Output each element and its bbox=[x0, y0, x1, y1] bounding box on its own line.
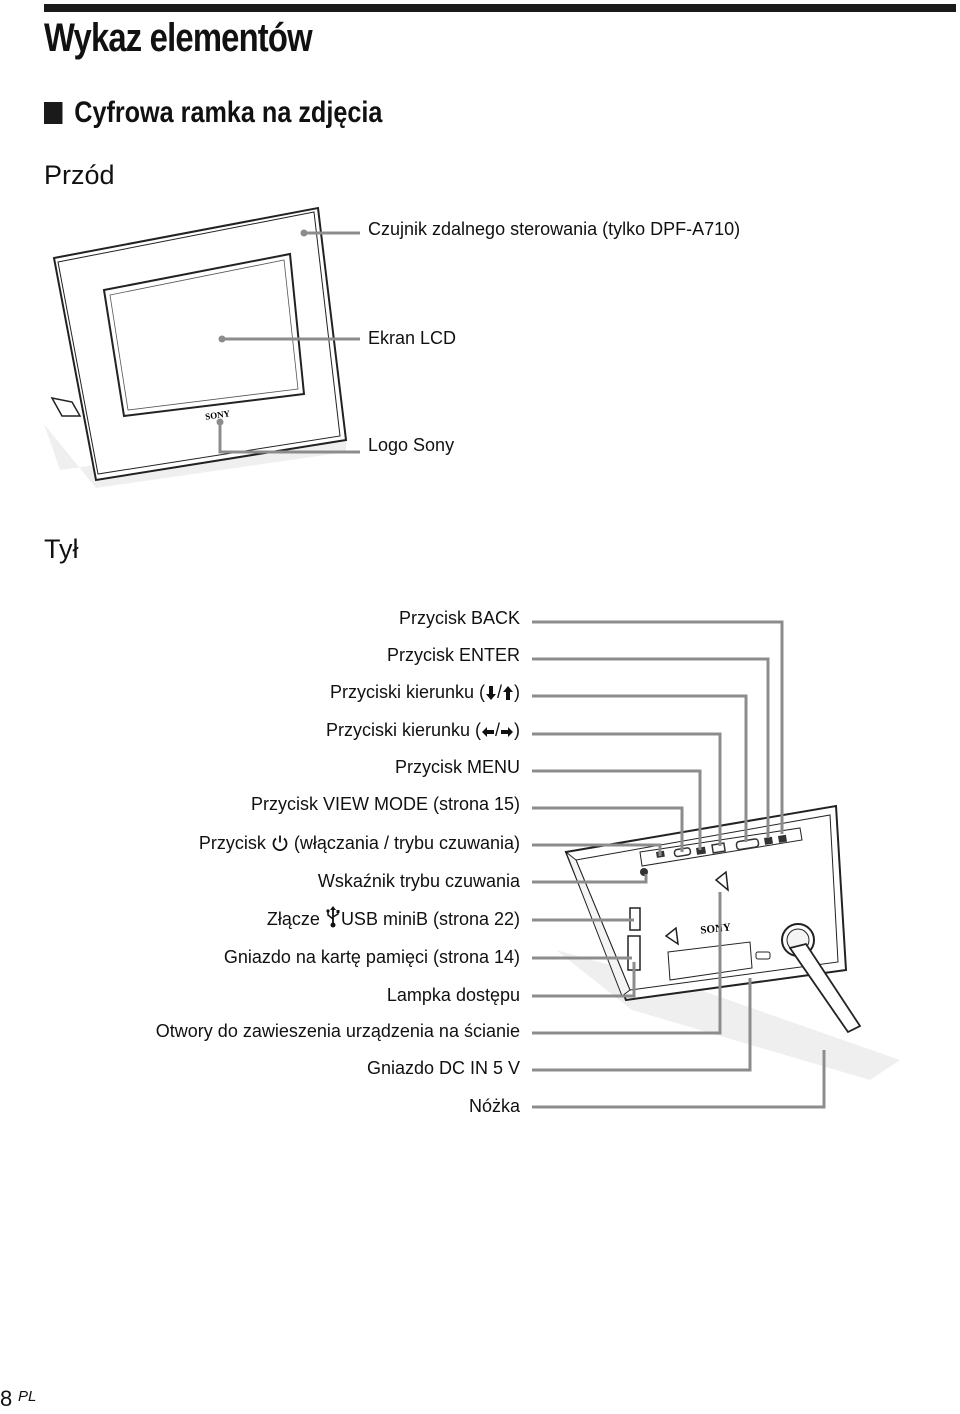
rear-heading: Tył bbox=[44, 534, 79, 564]
label-sony-logo: Logo Sony bbox=[368, 435, 455, 455]
usb-icon bbox=[326, 906, 340, 928]
page-number: 8 bbox=[0, 1386, 13, 1411]
power-icon bbox=[272, 835, 288, 852]
label-direction-up-down: Przyciski kierunku ( /) bbox=[330, 681, 520, 703]
front-frame-illustration: SONY bbox=[44, 206, 348, 488]
square-bullet-icon bbox=[44, 102, 63, 124]
label-dc-in-jack: Gniazdo DC IN 5 V bbox=[366, 1058, 520, 1078]
label-power-prefix: Przycisk bbox=[198, 833, 271, 853]
arrow-down-icon bbox=[485, 686, 496, 700]
label-access-lamp: Lampka dostępu bbox=[386, 985, 520, 1005]
page-title: Wykaz elementów bbox=[44, 16, 313, 60]
front-leader-lines bbox=[218, 231, 360, 454]
front-heading: Przód bbox=[44, 160, 115, 190]
label-lcd-screen: Ekran LCD bbox=[368, 328, 457, 348]
direction-separator-1: / bbox=[496, 682, 502, 702]
label-enter-button: Przycisk ENTER bbox=[386, 645, 520, 665]
label-wall-mount-holes: Otwory do zawieszenia urządzenia na ścia… bbox=[155, 1021, 520, 1041]
label-usb-connector: Złącze USB miniB (strona 22) bbox=[267, 906, 520, 930]
label-remote-sensor: Czujnik zdalnego sterowania (tylko DPF-A… bbox=[368, 219, 741, 239]
label-power-button: Przycisk (włączania / trybu czuwania) bbox=[199, 832, 520, 854]
label-stand: Nóżka bbox=[468, 1096, 520, 1116]
front-sony-logo: SONY bbox=[205, 408, 232, 421]
page-language: PL bbox=[18, 1388, 37, 1405]
label-standby-indicator: Wskaźnik trybu czuwania bbox=[317, 871, 520, 891]
label-view-mode-button: Przycisk VIEW MODE (strona 15) bbox=[250, 794, 520, 814]
label-direction-left-right: Przyciski kierunku ( /) bbox=[326, 719, 520, 741]
rear-leader-lines bbox=[532, 620, 826, 1109]
label-direction-left-right-prefix: Przyciski kierunku ( bbox=[325, 720, 481, 740]
arrow-right-icon bbox=[501, 727, 513, 737]
rear-sony-logo: SONY bbox=[700, 921, 732, 936]
label-card-slot: Gniazdo na kartę pamięci (strona 14) bbox=[223, 947, 520, 967]
label-menu-button: Przycisk MENU bbox=[395, 757, 520, 777]
label-direction-left-right-suffix: ) bbox=[514, 720, 520, 740]
arrow-up-icon bbox=[503, 686, 513, 700]
direction-separator-2: / bbox=[494, 720, 500, 740]
label-direction-up-down-suffix: ) bbox=[514, 682, 520, 702]
rear-frame-illustration: SONY bbox=[556, 804, 900, 1080]
label-back-button: Przycisk BACK bbox=[398, 608, 520, 628]
label-usb-suffix: USB miniB (strona 22) bbox=[340, 909, 520, 929]
arrow-left-icon bbox=[481, 727, 494, 737]
section-heading: Cyfrowa ramka na zdjęcia bbox=[44, 96, 382, 130]
label-power-suffix: (włączania / trybu czuwania) bbox=[288, 833, 520, 853]
section-heading-text: Cyfrowa ramka na zdjęcia bbox=[74, 96, 383, 129]
label-direction-up-down-prefix: Przyciski kierunku ( bbox=[329, 682, 485, 702]
label-usb-prefix: Złącze bbox=[266, 909, 325, 929]
top-rule bbox=[44, 4, 956, 12]
